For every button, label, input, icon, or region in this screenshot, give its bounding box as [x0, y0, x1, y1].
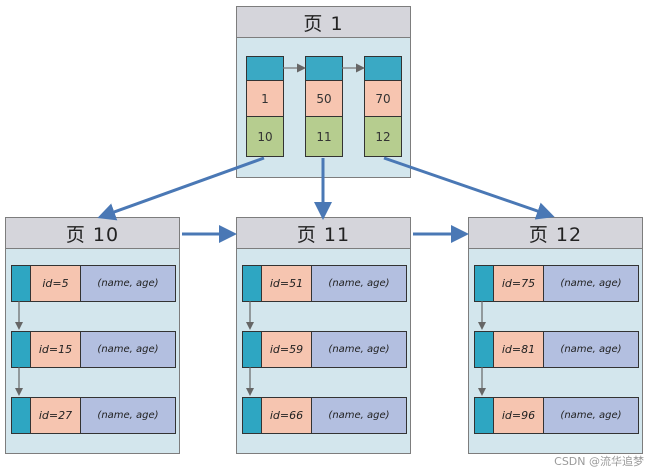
- record-pointer: [243, 332, 262, 367]
- record-row: id=27 (name, age): [11, 397, 176, 434]
- record-data: (name, age): [328, 278, 390, 289]
- record-pointer: [12, 332, 31, 367]
- record-id: id=81: [494, 332, 544, 367]
- record-data: (name, age): [560, 278, 622, 289]
- root-entry: 50 11: [305, 56, 343, 157]
- pointer-cell: [365, 57, 401, 81]
- record-data: (name, age): [560, 410, 622, 421]
- record-id: id=59: [262, 332, 312, 367]
- record-pointer: [243, 266, 262, 301]
- entry-key: 70: [365, 81, 401, 117]
- record-row: id=81 (name, age): [474, 331, 639, 368]
- record-id: id=27: [31, 398, 81, 433]
- record-id: id=51: [262, 266, 312, 301]
- record-id: id=66: [262, 398, 312, 433]
- pointer-cell: [247, 57, 283, 81]
- child-arrow: [97, 156, 265, 221]
- record-row: id=59 (name, age): [242, 331, 407, 368]
- watermark: CSDN @流华追梦: [554, 455, 644, 468]
- record-pointer: [475, 266, 494, 301]
- record-data: (name, age): [328, 344, 390, 355]
- record-id: id=5: [31, 266, 81, 301]
- record-row: id=15 (name, age): [11, 331, 176, 368]
- record-data: (name, age): [97, 410, 159, 421]
- entry-page-number: 12: [365, 117, 401, 156]
- record-data: (name, age): [97, 344, 159, 355]
- record-pointer: [12, 266, 31, 301]
- record-pointer: [475, 332, 494, 367]
- entry-page-number: 11: [306, 117, 342, 156]
- leaf-page-11: 页 11 id=51 (name, age) id=59 (name, age)…: [236, 217, 411, 454]
- record-data: (name, age): [560, 344, 622, 355]
- record-row: id=5 (name, age): [11, 265, 176, 302]
- leaf-page-10: 页 10 id=5 (name, age) id=15 (name, age) …: [5, 217, 180, 454]
- record-pointer: [243, 398, 262, 433]
- root-entry: 70 12: [364, 56, 402, 157]
- child-arrow: [383, 156, 555, 220]
- record-row: id=96 (name, age): [474, 397, 639, 434]
- record-data: (name, age): [328, 410, 390, 421]
- root-page: 页 1 1 10 50 11 70 12: [236, 6, 411, 178]
- entry-page-number: 10: [247, 117, 283, 156]
- leaf-page-12: 页 12 id=75 (name, age) id=81 (name, age)…: [468, 217, 643, 454]
- entry-key: 1: [247, 81, 283, 117]
- record-id: id=75: [494, 266, 544, 301]
- record-id: id=96: [494, 398, 544, 433]
- record-pointer: [475, 398, 494, 433]
- record-row: id=51 (name, age): [242, 265, 407, 302]
- record-data: (name, age): [97, 278, 159, 289]
- root-page-title: 页 1: [237, 7, 410, 38]
- entry-key: 50: [306, 81, 342, 117]
- record-pointer: [12, 398, 31, 433]
- root-entry: 1 10: [246, 56, 284, 157]
- leaf-page-title: 页 10: [6, 218, 179, 249]
- record-id: id=15: [31, 332, 81, 367]
- pointer-cell: [306, 57, 342, 81]
- leaf-page-title: 页 11: [237, 218, 410, 249]
- leaf-page-title: 页 12: [469, 218, 642, 249]
- record-row: id=75 (name, age): [474, 265, 639, 302]
- record-row: id=66 (name, age): [242, 397, 407, 434]
